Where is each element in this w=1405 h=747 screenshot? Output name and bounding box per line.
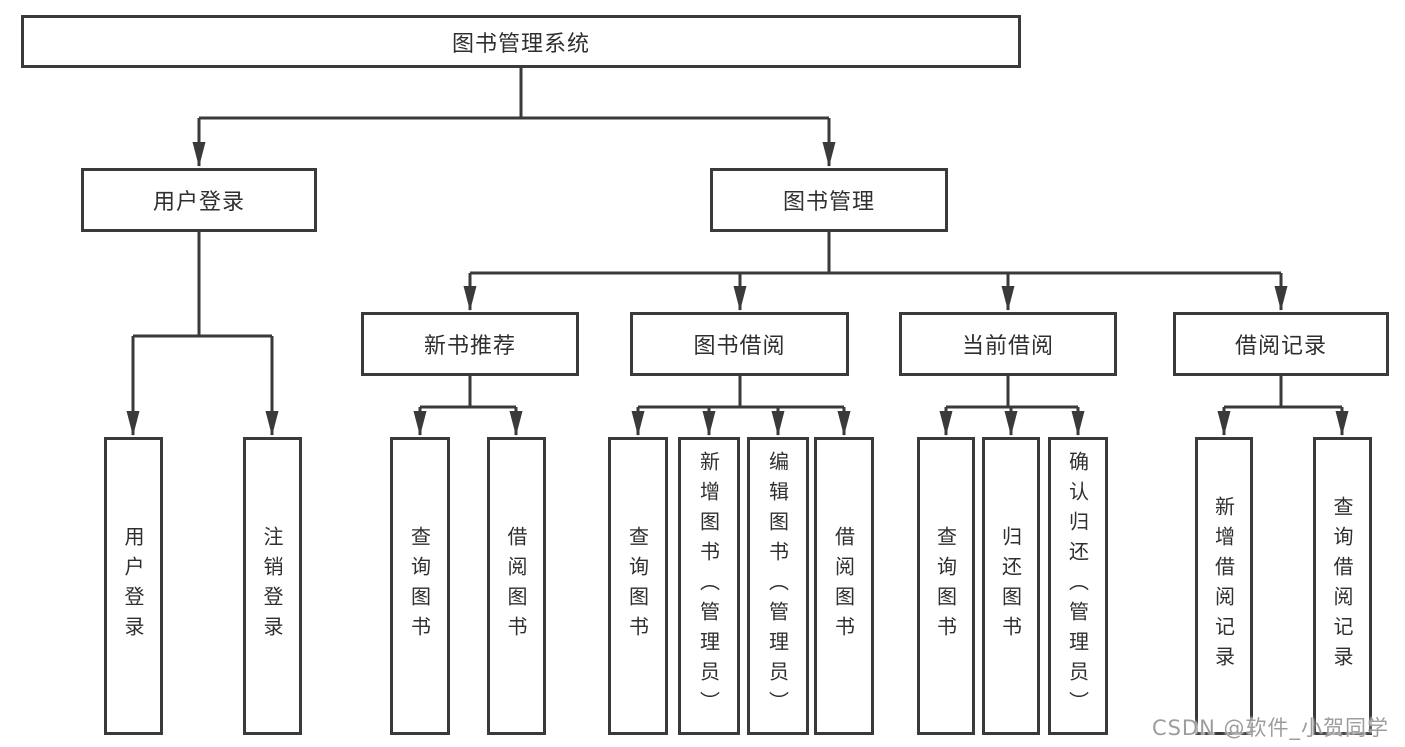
csdn-watermark: CSDN @软件_小贺同学	[1151, 716, 1389, 740]
leaf-br-query-record: 查询借阅记录	[1313, 437, 1372, 735]
node-root-label: 图书管理系统	[451, 31, 590, 57]
leaf-cb-query-book: 查询图书	[917, 437, 975, 735]
node-borrow-record-label: 借阅记录	[1234, 334, 1327, 359]
leaf-br-add-record: 新增借阅记录	[1195, 437, 1253, 735]
leaf-bb-query-book-label: 查询图书	[625, 526, 650, 646]
node-book-management-label: 图书管理	[782, 190, 875, 215]
leaf-cb-confirm-return-label: 确认归还（管理员）	[1065, 451, 1090, 721]
leaf-bb-borrow-book-label: 借阅图书	[831, 526, 856, 646]
node-borrow-record: 借阅记录	[1173, 312, 1389, 376]
leaf-cb-confirm-return: 确认归还（管理员）	[1048, 437, 1108, 735]
node-current-borrow-label: 当前借阅	[961, 334, 1054, 359]
node-user-login-label: 用户登录	[152, 190, 245, 215]
node-new-book-recommend: 新书推荐	[361, 312, 579, 376]
node-user-login: 用户登录	[81, 168, 317, 232]
leaf-user-login: 用户登录	[104, 437, 163, 735]
leaf-bb-add-book: 新增图书（管理员）	[678, 437, 740, 735]
leaf-nbr-query-book: 查询图书	[390, 437, 450, 735]
leaf-cb-return-book: 归还图书	[982, 437, 1040, 735]
leaf-nbr-query-book-label: 查询图书	[407, 526, 432, 646]
arrow-drops	[126, 118, 1349, 436]
leaf-nbr-borrow-book: 借阅图书	[487, 437, 546, 735]
leaf-user-login-label: 用户登录	[121, 526, 145, 646]
node-book-borrow: 图书借阅	[630, 312, 849, 376]
node-new-book-recommend-label: 新书推荐	[423, 334, 516, 359]
leaf-logout-login: 注销登录	[243, 437, 302, 735]
leaf-br-query-record-label: 查询借阅记录	[1330, 496, 1354, 676]
node-root: 图书管理系统	[21, 15, 1021, 68]
leaf-bb-edit-book: 编辑图书（管理员）	[747, 437, 809, 735]
node-book-management: 图书管理	[710, 168, 948, 232]
leaf-bb-edit-book-label: 编辑图书（管理员）	[765, 451, 790, 721]
leaf-br-add-record-label: 新增借阅记录	[1211, 496, 1236, 676]
branch-rails	[133, 68, 1342, 409]
leaf-bb-query-book: 查询图书	[608, 437, 668, 735]
leaf-logout-login-label: 注销登录	[260, 526, 284, 646]
leaf-bb-add-book-label: 新增图书（管理员）	[696, 451, 721, 721]
leaf-nbr-borrow-book-label: 借阅图书	[504, 526, 528, 646]
leaf-cb-query-book-label: 查询图书	[933, 526, 958, 646]
node-book-borrow-label: 图书借阅	[693, 334, 786, 359]
leaf-cb-return-book-label: 归还图书	[998, 526, 1023, 646]
node-current-borrow: 当前借阅	[899, 312, 1117, 376]
leaf-bb-borrow-book: 借阅图书	[814, 437, 874, 735]
